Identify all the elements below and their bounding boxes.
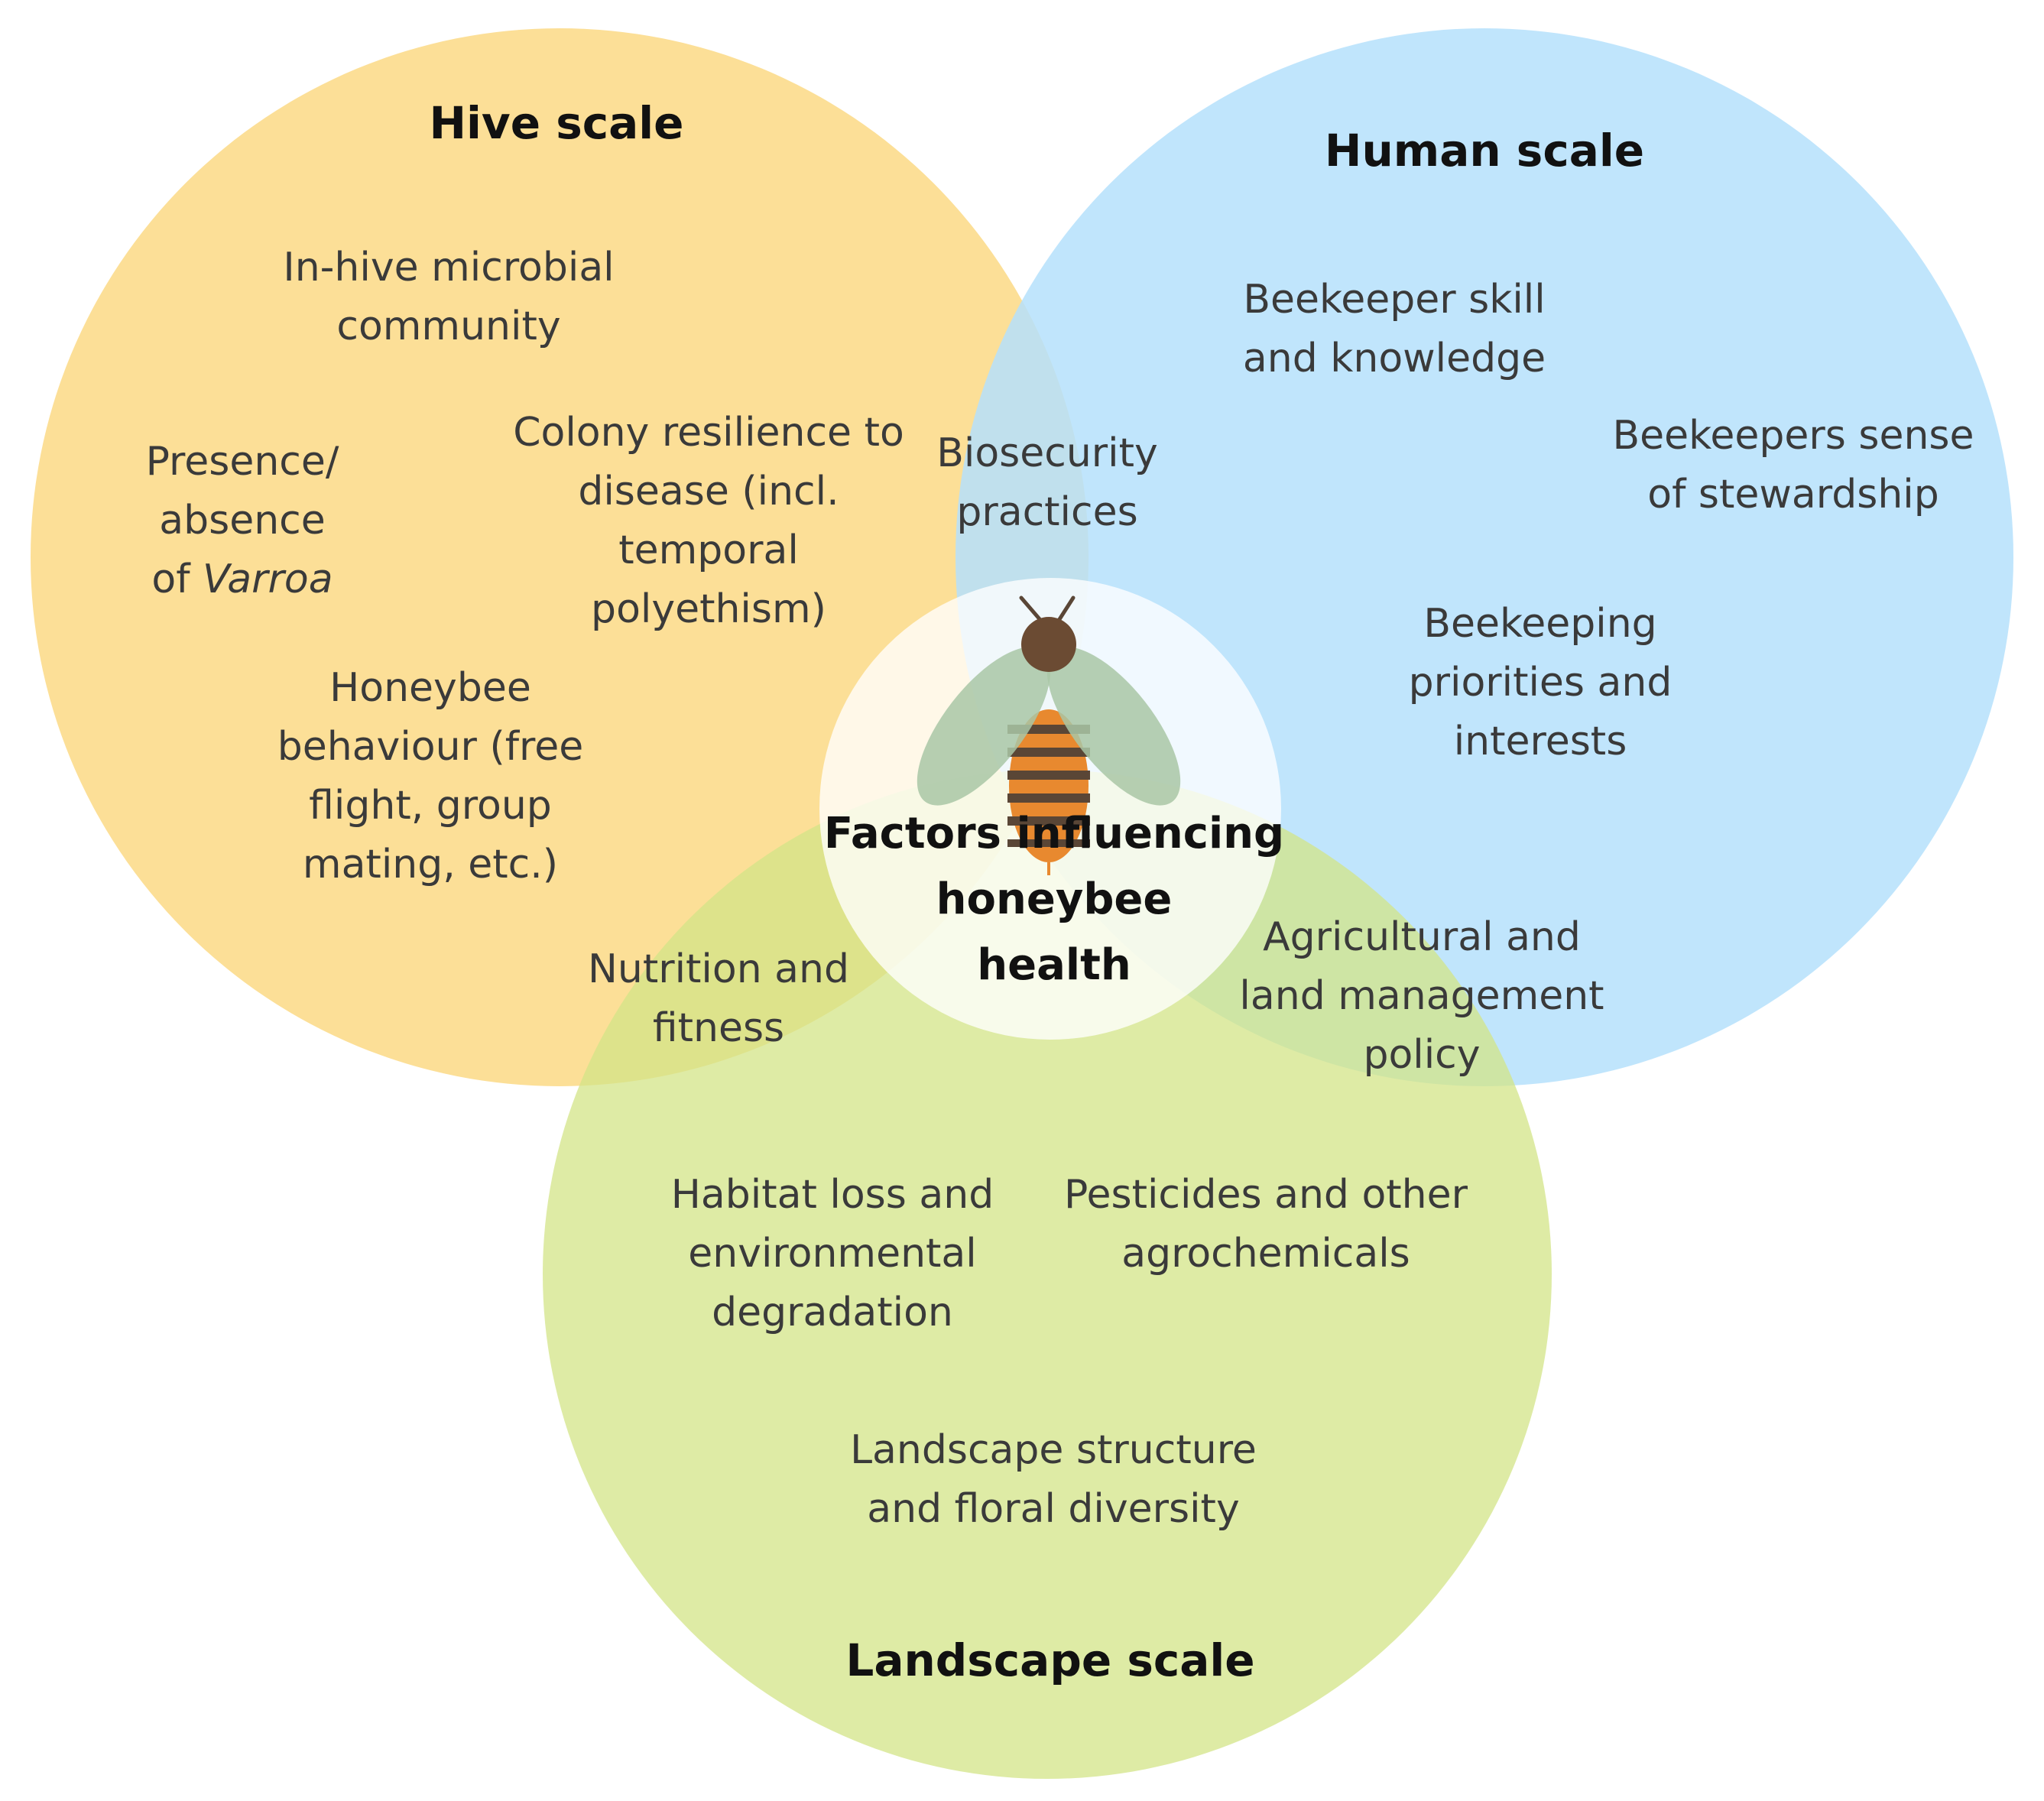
item-in-hive-microbial-community: In-hive microbial community [283, 245, 615, 349]
item-habitat-loss: Habitat loss and environmental degradati… [670, 1172, 994, 1335]
item-agricultural-land-policy: Agricultural and land management policy [1239, 914, 1604, 1078]
item-nutrition-and-fitness: Nutrition and fitness [587, 946, 850, 1051]
item-colony-resilience: Colony resilience to disease (incl. temp… [513, 410, 904, 632]
item-presence-absence-varroa: Presence/ absence of Varroa [145, 439, 339, 602]
item-landscape-structure: Landscape structure and floral diversity [850, 1427, 1257, 1532]
bee-icon [917, 595, 1181, 875]
varroa-italic: Varroa [203, 557, 333, 602]
hive-scale-title: Hive scale [429, 97, 684, 149]
landscape-scale-circle [543, 770, 1552, 1779]
item-beekeeper-skill: Beekeeper skill and knowledge [1242, 277, 1546, 381]
center-title: Factors influencing honeybee health [823, 809, 1285, 990]
item-honeybee-behaviour: Honeybee behaviour (free flight, group m… [277, 665, 584, 888]
item-beekeeping-priorities: Beekeeping priorities and interests [1408, 601, 1673, 764]
item-biosecurity-practices: Biosecurity practices [936, 430, 1158, 535]
item-beekeepers-stewardship: Beekeepers sense of stewardship [1612, 413, 1974, 518]
landscape-scale-title: Landscape scale [845, 1634, 1255, 1686]
item-pesticides: Pesticides and other agrochemicals [1064, 1172, 1468, 1277]
human-scale-title: Human scale [1324, 125, 1645, 177]
